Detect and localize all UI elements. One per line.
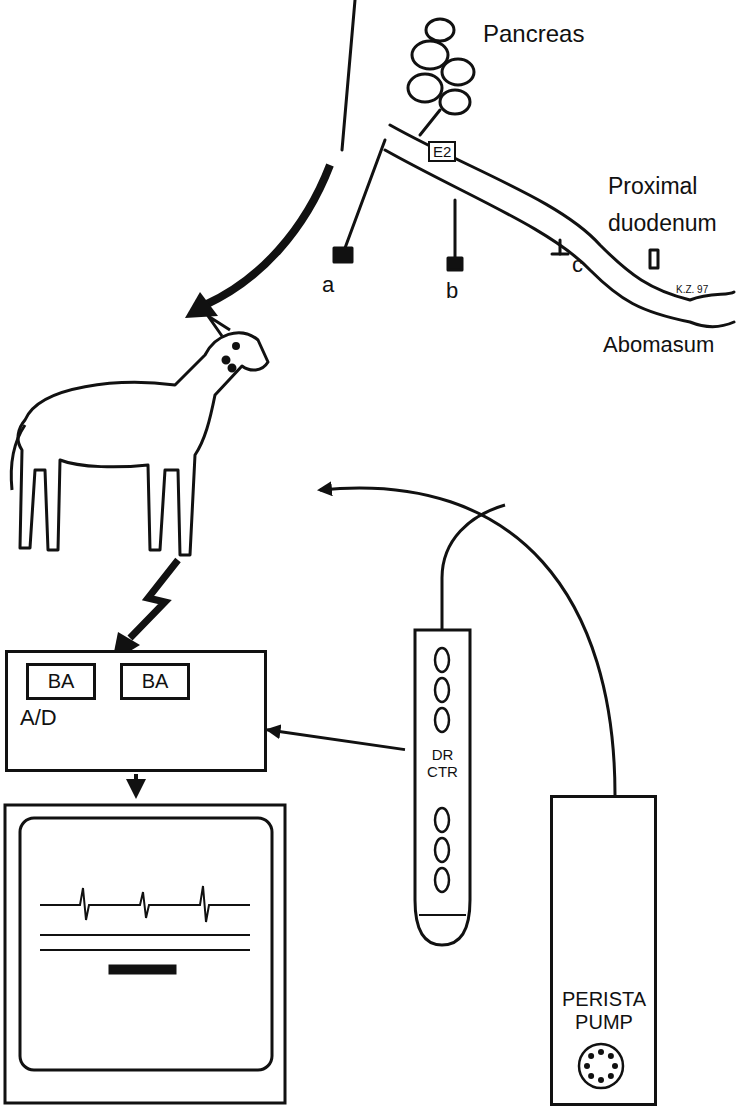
electrode-dot xyxy=(229,365,235,371)
calf-ear xyxy=(208,316,230,336)
pancreas-lobe xyxy=(442,59,474,85)
signal-bolt xyxy=(130,560,178,638)
trace xyxy=(40,886,250,922)
callout-label: E2 xyxy=(428,141,456,162)
duodenum-wall xyxy=(390,125,734,300)
amplifier-box: BA BA A/D xyxy=(5,650,267,772)
part-label: Abomasum xyxy=(603,332,714,357)
electrode-dot xyxy=(223,357,229,363)
drop xyxy=(435,808,449,832)
trace xyxy=(40,934,250,936)
drop xyxy=(435,708,449,732)
surgery-inset xyxy=(334,0,734,327)
pump-rotor xyxy=(553,798,652,1103)
duodenum-wall xyxy=(385,150,734,327)
node-label: PERISTA PUMP xyxy=(559,988,649,1034)
pump-box: PERISTA PUMP xyxy=(550,795,657,1106)
part-label: Proximal duodenum xyxy=(608,168,730,242)
cannula xyxy=(650,250,658,268)
calf-tail xyxy=(11,425,25,490)
pancreas-lobe xyxy=(408,74,442,102)
scale-bar xyxy=(110,966,175,973)
catheter-b xyxy=(454,200,457,258)
part-label: c xyxy=(572,252,583,277)
roller xyxy=(588,1073,594,1079)
frame-line xyxy=(342,0,355,150)
roller xyxy=(598,1077,604,1083)
node-label: BA xyxy=(29,666,93,697)
amplifier-channel: BA xyxy=(120,663,190,700)
drop xyxy=(435,648,449,672)
rotor-ring xyxy=(579,1044,623,1088)
trace xyxy=(40,949,250,951)
pancreas-lobe xyxy=(426,19,454,41)
roller xyxy=(608,1073,614,1079)
arrow-head xyxy=(185,292,218,318)
calf-body xyxy=(18,333,268,555)
collect-tube xyxy=(442,505,505,630)
return-tube xyxy=(320,488,615,795)
roller xyxy=(612,1063,618,1069)
part-label: b xyxy=(446,278,458,303)
pancreas-lobe xyxy=(440,90,470,114)
monitor-case xyxy=(5,805,285,1103)
part-label: Pancreas xyxy=(483,20,584,48)
monitor-screen xyxy=(20,818,272,1070)
roller xyxy=(584,1063,590,1069)
catheter-a xyxy=(345,140,385,248)
catheter-cap xyxy=(334,248,352,262)
signal-arrow xyxy=(267,730,405,750)
roller xyxy=(588,1053,594,1059)
pancreas-lobe xyxy=(412,41,448,69)
drop xyxy=(435,678,449,702)
node-label: DR CTR xyxy=(420,746,465,781)
drop xyxy=(435,838,449,862)
oscilloscope xyxy=(5,805,285,1103)
drop xyxy=(435,868,449,892)
catheter-cap xyxy=(448,258,462,270)
roller xyxy=(598,1049,604,1055)
amplifier-channel: BA xyxy=(26,663,96,700)
drop-counter: DR CTR xyxy=(405,560,480,950)
fluid-level xyxy=(419,914,466,916)
calf xyxy=(11,316,268,555)
catheter-c xyxy=(552,253,568,256)
calf-eye xyxy=(234,344,239,349)
part-label: a xyxy=(322,272,334,297)
callout-label: K.Z. 97 xyxy=(676,284,708,296)
catheter-c xyxy=(559,240,562,254)
node-label: A/D xyxy=(20,705,57,730)
bottle-wall xyxy=(415,630,470,945)
roller xyxy=(608,1053,614,1059)
output-arrow xyxy=(134,774,138,795)
pancreatic-duct xyxy=(420,110,440,135)
transfer-arrow xyxy=(205,165,330,305)
node-label: BA xyxy=(123,666,187,697)
